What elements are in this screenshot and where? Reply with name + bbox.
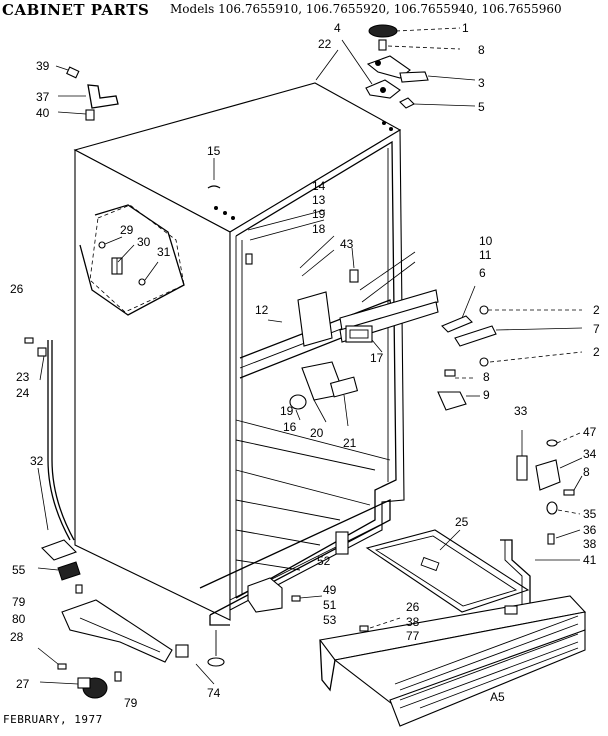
callout-34: 34 [583, 447, 597, 461]
callout-30: 30 [137, 235, 151, 249]
lower-hinge-assembly [516, 430, 583, 545]
callout-26a: 26 [10, 282, 24, 296]
callout-2b: 2 [593, 345, 600, 359]
callout-9: 9 [483, 388, 490, 402]
cabinet-body [73, 82, 405, 626]
callout-35: 35 [583, 507, 597, 521]
page-title: CABINET PARTS [2, 1, 150, 19]
callout-8c: 8 [583, 465, 590, 479]
callout-19b: 19 [280, 404, 294, 418]
callout-74: 74 [207, 686, 221, 700]
callout-5: 5 [478, 100, 485, 114]
callout-36: 36 [583, 523, 597, 537]
callout-23: 23 [16, 370, 30, 384]
callout-20: 20 [310, 426, 324, 440]
callout-32: 32 [30, 454, 44, 468]
callout-labels: 1 8 3 4 22 5 39 37 40 15 14 13 19 18 29 … [10, 21, 600, 710]
grille-bracket [500, 539, 531, 606]
callout-18: 18 [312, 222, 326, 236]
leveling-leg [175, 630, 225, 685]
drain-pan [365, 529, 530, 613]
callout-80: 80 [12, 612, 26, 626]
callout-14: 14 [312, 179, 326, 193]
callout-7: 7 [593, 322, 600, 336]
callout-26b: 26 [406, 600, 420, 614]
callout-21: 21 [343, 436, 357, 450]
upper-left-hardware [55, 65, 119, 121]
lower-left-parts [24, 337, 173, 699]
figure-code: A5 [490, 690, 505, 704]
callout-13: 13 [312, 193, 326, 207]
callout-25: 25 [455, 515, 469, 529]
callout-19a: 19 [312, 207, 326, 221]
callout-10: 10 [479, 234, 493, 248]
callout-38b: 38 [406, 615, 420, 629]
callout-3: 3 [478, 76, 485, 90]
date-stamp: FEBRUARY, 1977 [3, 713, 103, 726]
callout-31: 31 [157, 245, 171, 259]
callout-1: 1 [462, 21, 469, 35]
callout-22: 22 [318, 37, 332, 51]
side-bracket-parts [98, 236, 159, 286]
shelf-rail-parts [245, 209, 439, 427]
callout-15: 15 [207, 144, 221, 158]
callout-11: 11 [479, 248, 492, 262]
callout-38a: 38 [583, 537, 597, 551]
callout-49: 49 [323, 583, 337, 597]
callout-53: 53 [323, 613, 337, 627]
callout-16: 16 [283, 420, 297, 434]
callout-24: 24 [16, 386, 30, 400]
callout-8b: 8 [483, 370, 490, 384]
callout-27: 27 [16, 677, 30, 691]
callout-4: 4 [334, 21, 341, 35]
top-hinge-assembly [315, 24, 476, 109]
base-grille [319, 595, 587, 727]
callout-29: 29 [120, 223, 134, 237]
callout-40: 40 [36, 106, 50, 120]
callout-55: 55 [12, 563, 26, 577]
callout-39: 39 [36, 59, 50, 73]
callout-8a: 8 [478, 43, 485, 57]
callout-17: 17 [370, 351, 384, 365]
callout-52: 52 [317, 554, 331, 568]
callout-33: 33 [514, 404, 528, 418]
callout-47: 47 [583, 425, 597, 439]
callout-43: 43 [340, 237, 354, 251]
middle-hinge-assembly [441, 285, 583, 379]
callout-51: 51 [323, 598, 337, 612]
callout-77: 77 [406, 629, 420, 643]
base-bracket [247, 531, 349, 613]
callout-79a: 79 [12, 595, 26, 609]
callout-28: 28 [10, 630, 24, 644]
callout-79b: 79 [124, 696, 138, 710]
callout-2a: 2 [593, 303, 600, 317]
model-numbers: Models 106.7655910, 106.7655920, 106.765… [170, 2, 562, 16]
callout-12: 12 [255, 303, 269, 317]
callout-6: 6 [479, 266, 486, 280]
callout-37: 37 [36, 90, 50, 104]
callout-41: 41 [583, 553, 597, 567]
